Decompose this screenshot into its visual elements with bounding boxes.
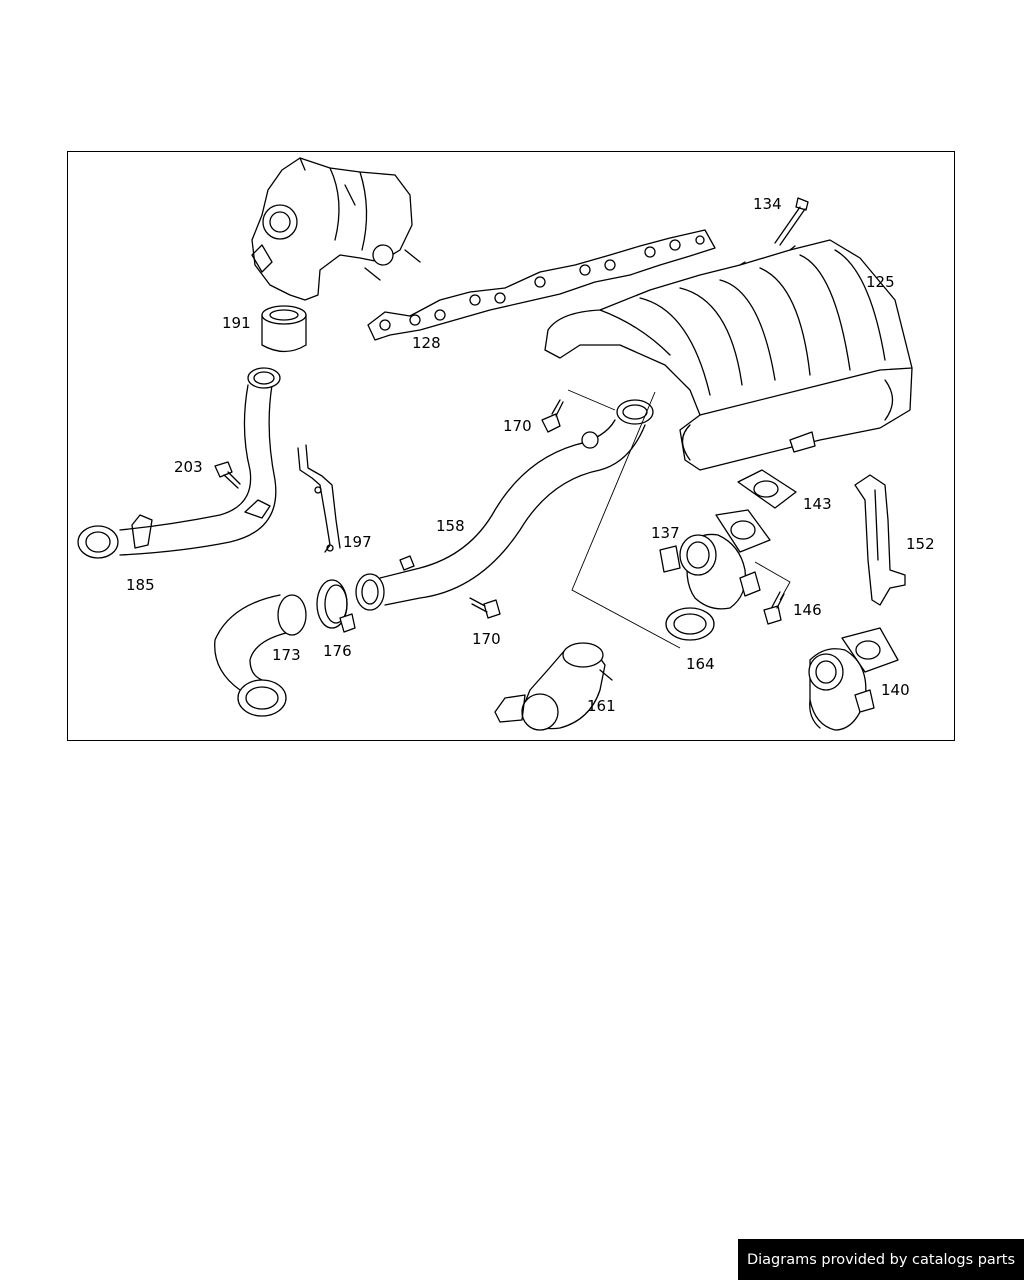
label-158: 158 <box>436 517 465 535</box>
leader-line-146 <box>754 561 791 601</box>
part-146-bolt <box>763 591 785 625</box>
leader-line-170-164 <box>567 389 681 649</box>
part-125-manifold <box>544 239 913 471</box>
label-173: 173 <box>272 646 301 664</box>
part-164-seal-ring <box>665 607 715 641</box>
part-170-sensor-upper <box>541 399 564 433</box>
label-134: 134 <box>753 195 782 213</box>
label-146: 146 <box>793 601 822 619</box>
part-137-egr-valve <box>659 509 771 610</box>
part-197-bracket <box>297 444 341 553</box>
part-203-bolt <box>214 461 241 489</box>
part-134-bolt <box>774 197 809 246</box>
label-170-lower: 170 <box>472 630 501 648</box>
label-143: 143 <box>803 495 832 513</box>
label-152: 152 <box>906 535 935 553</box>
part-173-hose <box>214 594 307 717</box>
part-176-clamp <box>316 579 356 633</box>
label-161: 161 <box>587 697 616 715</box>
part-185-pipe <box>77 367 281 559</box>
part-128-gasket <box>367 229 716 341</box>
label-128: 128 <box>412 334 441 352</box>
turbocharger-drawing <box>251 157 421 301</box>
footer-text: Diagrams provided by catalogs parts <box>746 1251 1016 1268</box>
label-137: 137 <box>651 524 680 542</box>
footer-banner: Diagrams provided by catalogs parts <box>738 1239 1024 1280</box>
label-203: 203 <box>174 458 203 476</box>
label-191: 191 <box>222 314 251 332</box>
part-152-bracket <box>854 474 906 606</box>
label-125: 125 <box>866 273 895 291</box>
label-164: 164 <box>686 655 715 673</box>
label-140: 140 <box>881 681 910 699</box>
part-143-gasket <box>737 469 797 509</box>
part-140-egr-valve <box>808 627 899 731</box>
label-185: 185 <box>126 576 155 594</box>
part-170-sensor-lower <box>469 597 501 619</box>
part-191-sleeve <box>261 305 307 353</box>
label-170-upper: 170 <box>503 417 532 435</box>
label-176: 176 <box>323 642 352 660</box>
diagram-frame <box>67 151 955 741</box>
label-197: 197 <box>343 533 372 551</box>
part-161-elbow <box>494 642 613 731</box>
